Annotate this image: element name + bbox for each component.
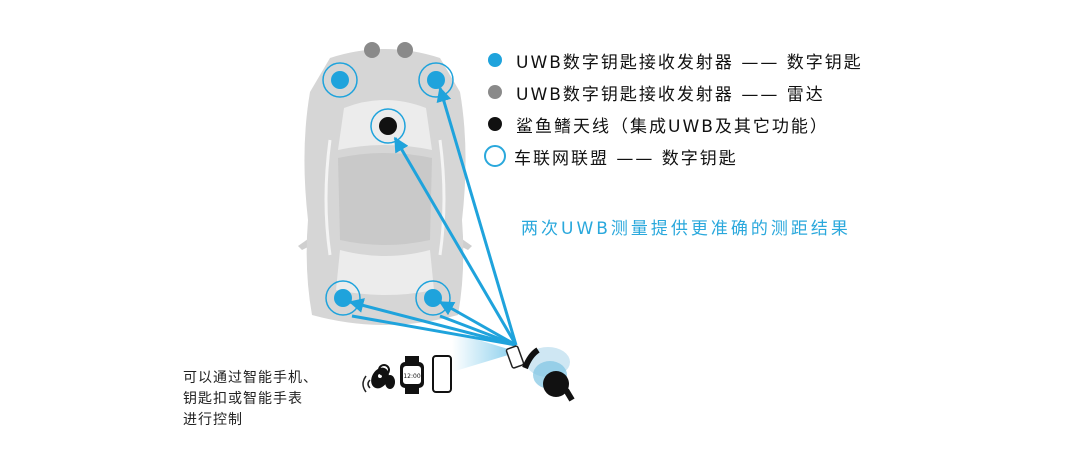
key-fob-icon bbox=[362, 364, 395, 393]
ring-icon bbox=[484, 145, 506, 167]
uwb-anchor-rear-left bbox=[325, 280, 361, 316]
watch-time: 12:00 bbox=[403, 373, 420, 380]
legend-item-radar: UWB数字钥匙接收发射器 —— 雷达 bbox=[484, 76, 863, 108]
phone-signal-beam bbox=[452, 332, 518, 372]
control-note-line: 钥匙扣或智能手表 bbox=[183, 391, 303, 407]
black-dot-icon bbox=[488, 117, 502, 131]
shark-fin-antenna bbox=[370, 108, 406, 144]
uwb-anchor-front-right bbox=[418, 62, 454, 98]
legend-label: UWB数字钥匙接收发射器 —— 雷达 bbox=[516, 84, 825, 105]
legend-label: UWB数字钥匙接收发射器 —— 数字钥匙 bbox=[516, 52, 863, 73]
legend-label: 鲨鱼鳍天线（集成UWB及其它功能） bbox=[516, 116, 829, 137]
legend: UWB数字钥匙接收发射器 —— 数字钥匙 UWB数字钥匙接收发射器 —— 雷达 … bbox=[484, 44, 863, 172]
smartphone-icon bbox=[432, 355, 452, 393]
car-top-view-icon bbox=[298, 49, 472, 325]
uwb-anchor-rear-right bbox=[415, 280, 451, 316]
gray-dot-icon bbox=[488, 85, 502, 99]
legend-label: 车联网联盟 —— 数字钥匙 bbox=[514, 148, 738, 169]
control-note-line: 进行控制 bbox=[183, 412, 243, 428]
legend-item-digital-key: UWB数字钥匙接收发射器 —— 数字钥匙 bbox=[484, 44, 863, 76]
control-note: 可以通过智能手机、 钥匙扣或智能手表 进行控制 bbox=[183, 368, 318, 431]
control-note-line: 可以通过智能手机、 bbox=[183, 370, 318, 386]
blue-dot-icon bbox=[488, 53, 502, 67]
phone-in-hand bbox=[505, 345, 525, 369]
legend-item-shark-fin: 鲨鱼鳍天线（集成UWB及其它功能） bbox=[484, 108, 863, 140]
radar-sensor-front-left bbox=[364, 42, 380, 58]
headline: 两次UWB测量提供更准确的测距结果 bbox=[521, 219, 851, 239]
uwb-anchor-front-left bbox=[322, 62, 358, 98]
smartwatch-icon: 12:00 bbox=[400, 356, 424, 394]
radar-sensor-front-right bbox=[397, 42, 413, 58]
legend-item-ccc: 车联网联盟 —— 数字钥匙 bbox=[484, 140, 863, 172]
ranging-lines bbox=[348, 86, 518, 347]
person-icon bbox=[505, 345, 575, 402]
